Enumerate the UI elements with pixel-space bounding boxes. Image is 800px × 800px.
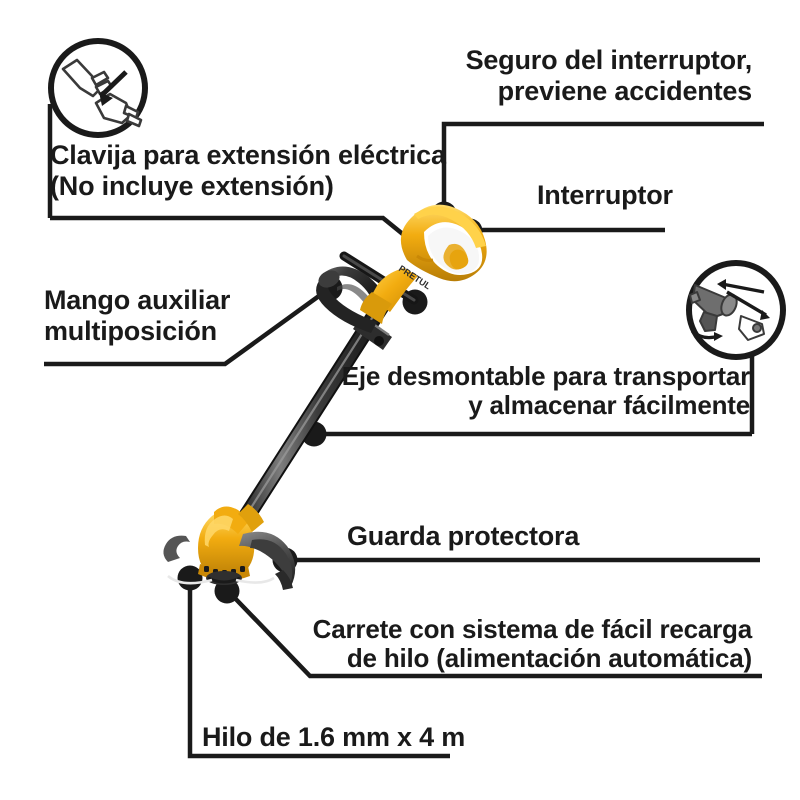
callout-label-hilo: Hilo de 1.6 mm x 4 m xyxy=(202,722,466,752)
leader-carrete xyxy=(227,590,762,679)
product-illustration: PRETUL xyxy=(163,204,487,590)
leader-seguro xyxy=(441,121,764,212)
part-spool-and-line xyxy=(167,571,275,585)
trimmer-line-left xyxy=(167,574,213,585)
part-protective-guard xyxy=(163,531,296,590)
dot-trimmer-line xyxy=(177,565,203,591)
callout-label-guarda: Guarda protectora xyxy=(347,521,580,551)
callout-label-seguro: Seguro del interruptor,previene accident… xyxy=(465,45,753,106)
part-shaft xyxy=(227,291,394,542)
leader-clavija-underline xyxy=(50,215,417,246)
plug-extension-icon xyxy=(48,38,148,138)
callout-label-interruptor: Interruptor xyxy=(537,180,673,210)
part-trigger-switch xyxy=(449,249,469,270)
leader-mango xyxy=(44,286,332,367)
trimmer-line-right xyxy=(235,576,275,584)
detachable-shaft-icon xyxy=(686,260,786,360)
leader-hilo xyxy=(187,580,450,759)
callout-label-clavija: Clavija para extensión eléctrica(No incl… xyxy=(50,140,446,201)
